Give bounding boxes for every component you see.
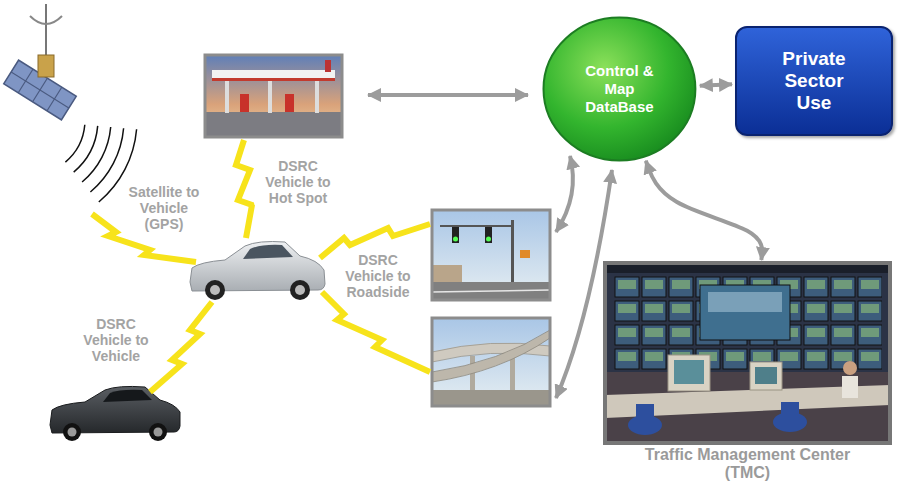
- tmc-photo: [842, 376, 858, 398]
- overpass-photo: [432, 390, 550, 406]
- dark-car: [149, 423, 167, 441]
- traffic-light-photo: [486, 237, 491, 242]
- radio-bolts: [236, 140, 252, 238]
- overpass-photo: [432, 318, 550, 406]
- tmc-photo: [614, 276, 882, 372]
- connector: [646, 161, 762, 260]
- dark-car: [63, 423, 81, 441]
- traffic-light-photo: [440, 225, 514, 227]
- data-links: [556, 170, 612, 398]
- circle-outline: [544, 18, 696, 161]
- link-label: DSRC Vehicle to Hot Spot: [254, 158, 342, 206]
- traffic-light-photo: [432, 282, 550, 300]
- silver-car: [205, 280, 225, 300]
- gas-station-photo: [212, 78, 335, 81]
- satellite: [45, 4, 47, 60]
- tmc-photo: [668, 355, 710, 391]
- database-circle: Control & Map DataBase: [542, 16, 697, 162]
- gas-station-photo: [205, 55, 342, 137]
- radio-bolts: [322, 292, 430, 372]
- tmc-photo: [781, 402, 799, 420]
- gas-station-photo: [325, 60, 331, 72]
- gas-station-photo: [268, 81, 272, 113]
- process-box: Private Sector Use: [735, 26, 893, 136]
- signal-waves: [74, 126, 98, 172]
- tmc-photo: [636, 404, 654, 422]
- tmc-photo: [708, 292, 782, 312]
- silver-car: [290, 280, 310, 300]
- photo-node: Traffic Management Center (TMC): [605, 263, 890, 483]
- tmc-photo: [750, 362, 782, 390]
- tmc-photo: [605, 263, 890, 443]
- gas-station-photo: [315, 81, 319, 113]
- tmc-photo: [674, 360, 704, 384]
- data-links: [556, 156, 573, 232]
- tmc-photo: [843, 361, 857, 375]
- silver-car: [243, 245, 293, 259]
- traffic-light-photo: [432, 290, 550, 292]
- traffic-light-photo: [432, 210, 550, 300]
- satellite: [30, 16, 62, 24]
- link-label: DSRC Vehicle to Vehicle: [72, 316, 160, 364]
- overpass-photo: [432, 330, 550, 382]
- gas-station-photo: [205, 55, 342, 137]
- tmc-photo: [605, 372, 890, 443]
- dark-car: [50, 386, 180, 441]
- node-text: Private Sector Use: [769, 48, 859, 114]
- traffic-light-photo: [520, 250, 530, 258]
- tmc-photo: [605, 263, 890, 443]
- tmc-photo: [700, 285, 790, 340]
- gas-station-photo: [225, 81, 229, 113]
- connector: [700, 84, 732, 85]
- silver-car: [295, 285, 305, 295]
- overpass-photo: [432, 318, 550, 406]
- traffic-light-photo: [453, 237, 458, 242]
- gas-station-photo: [205, 55, 342, 137]
- traffic-light-photo: [432, 210, 550, 300]
- node-text: Traffic Management Center (TMC): [635, 446, 860, 482]
- gas-station-photo: [212, 70, 335, 79]
- gas-station-photo: [240, 94, 249, 112]
- overpass-photo: [432, 318, 550, 406]
- link-label: Satellite to Vehicle (GPS): [120, 184, 208, 232]
- node-text: Control & Map DataBase: [578, 62, 660, 116]
- dark-car: [154, 428, 163, 437]
- dark-car: [68, 428, 77, 437]
- traffic-light-photo: [485, 227, 492, 243]
- signal-waves: [90, 128, 123, 192]
- signal-waves: [65, 125, 84, 162]
- traffic-light-photo: [452, 227, 459, 243]
- link-label: DSRC Vehicle to Roadside: [334, 252, 422, 300]
- tmc-photo: [755, 367, 777, 384]
- gas-station-photo: [205, 112, 342, 137]
- data-links: [368, 93, 528, 97]
- traffic-light-photo: [432, 265, 462, 282]
- silver-car: [210, 285, 220, 295]
- traffic-light-photo: [432, 210, 550, 300]
- gas-station-photo: [285, 94, 294, 112]
- satellite: [38, 55, 54, 77]
- satellite: [4, 4, 77, 120]
- tmc-photo: [605, 263, 890, 443]
- silver-car: [190, 242, 325, 301]
- dark-car: [103, 390, 152, 402]
- traffic-light-photo: [511, 220, 514, 282]
